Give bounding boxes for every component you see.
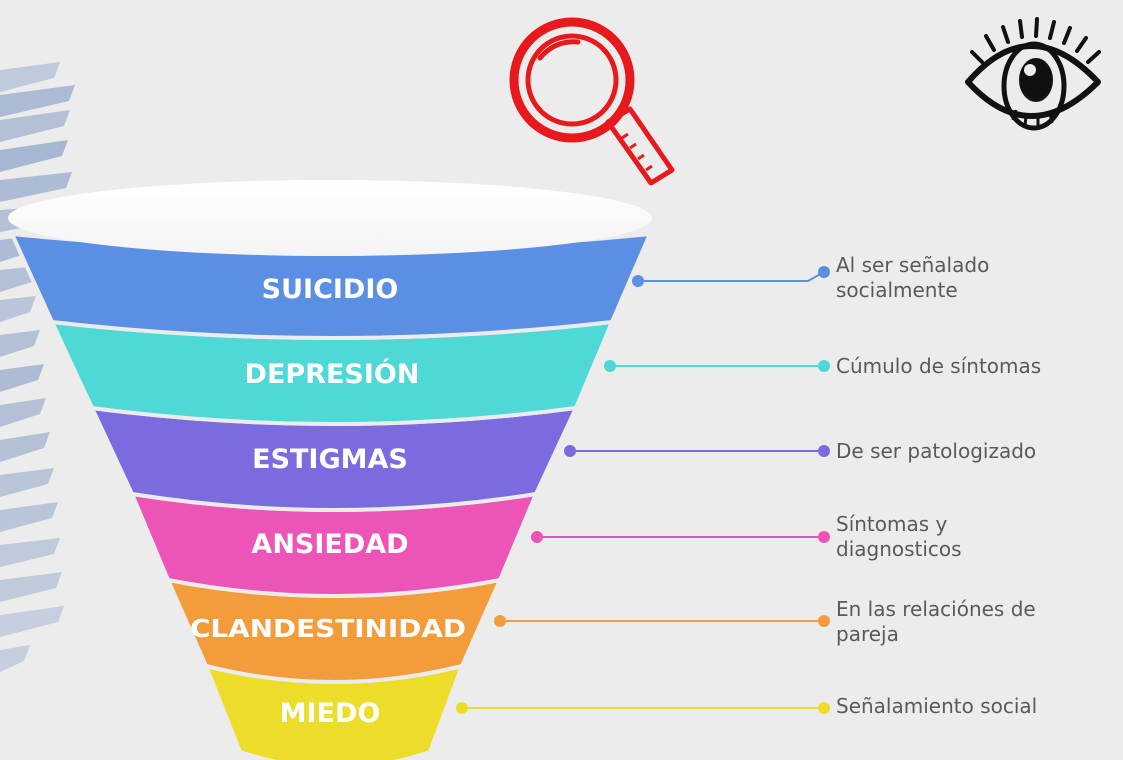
eye-icon: [965, 17, 1101, 131]
brush-stroke: [0, 172, 72, 202]
description-depresion: Cúmulo de síntomas: [836, 354, 1041, 379]
band-label-miedo: MIEDO: [280, 698, 381, 729]
band-label-depresion: DEPRESIÓN: [245, 358, 420, 390]
band-label-suicidio: SUICIDIO: [262, 274, 399, 305]
brush-stroke: [0, 502, 58, 532]
connector-end-dot-2: [818, 360, 830, 372]
description-ansiedad: Síntomas y diagnosticos: [836, 512, 962, 562]
funnel: [8, 231, 654, 760]
brush-stroke: [0, 110, 70, 142]
brush-stroke: [0, 606, 64, 637]
band-label-ansiedad: ANSIEDAD: [251, 529, 408, 560]
funnel-top-rim: [8, 180, 652, 256]
brush-stroke: [0, 645, 30, 672]
brush-stroke: [0, 330, 40, 357]
description-clandestinidad: En las relaciónes de pareja: [836, 597, 1036, 647]
description-line: De ser patologizado: [836, 439, 1037, 463]
brush-stroke: [0, 140, 68, 172]
brush-stroke: [0, 62, 60, 92]
description-suicidio: Al ser señalado socialmente: [836, 253, 989, 303]
brush-stroke: [0, 468, 54, 497]
connector-end-dot-1: [818, 266, 830, 278]
description-line: En las relaciónes de: [836, 597, 1036, 621]
connector-start-dot-4: [531, 531, 543, 543]
band-labels: SUICIDIO DEPRESIÓN ESTIGMAS ANSIEDAD CLA…: [190, 274, 466, 729]
description-line: socialmente: [836, 278, 958, 302]
connector-end-dot-5: [818, 615, 830, 627]
brush-stroke: [0, 364, 44, 392]
connector-start-dot-5: [494, 615, 506, 627]
description-miedo: Señalamiento social: [836, 694, 1037, 719]
connector-start-dot-1: [632, 275, 644, 287]
brush-stroke: [0, 538, 60, 567]
band-label-estigmas: ESTIGMAS: [252, 444, 408, 475]
connector-start-dot-2: [604, 360, 616, 372]
description-line: diagnosticos: [836, 537, 962, 561]
brush-stroke: [0, 572, 62, 602]
connectors: [456, 266, 830, 714]
magnifying-glass-icon: [509, 17, 675, 186]
band-label-clandestinidad: CLANDESTINIDAD: [190, 614, 466, 643]
brush-stroke: [0, 432, 50, 462]
description-line: pareja: [836, 622, 899, 646]
brush-stroke: [0, 85, 75, 117]
description-line: Cúmulo de síntomas: [836, 354, 1042, 378]
connector-start-dot-3: [564, 445, 576, 457]
connector-end-dot-4: [818, 531, 830, 543]
connector-end-dot-3: [818, 445, 830, 457]
connector-end-dot-6: [818, 702, 830, 714]
description-line: Al ser señalado: [836, 253, 990, 277]
description-estigmas: De ser patologizado: [836, 439, 1036, 464]
brush-stroke-decoration: [0, 62, 75, 672]
description-line: Síntomas y: [836, 512, 948, 536]
connector-line-1: [638, 271, 825, 282]
description-line: Señalamiento social: [836, 694, 1038, 718]
connector-start-dot-6: [456, 702, 468, 714]
brush-stroke: [0, 296, 36, 322]
brush-stroke: [0, 398, 46, 427]
